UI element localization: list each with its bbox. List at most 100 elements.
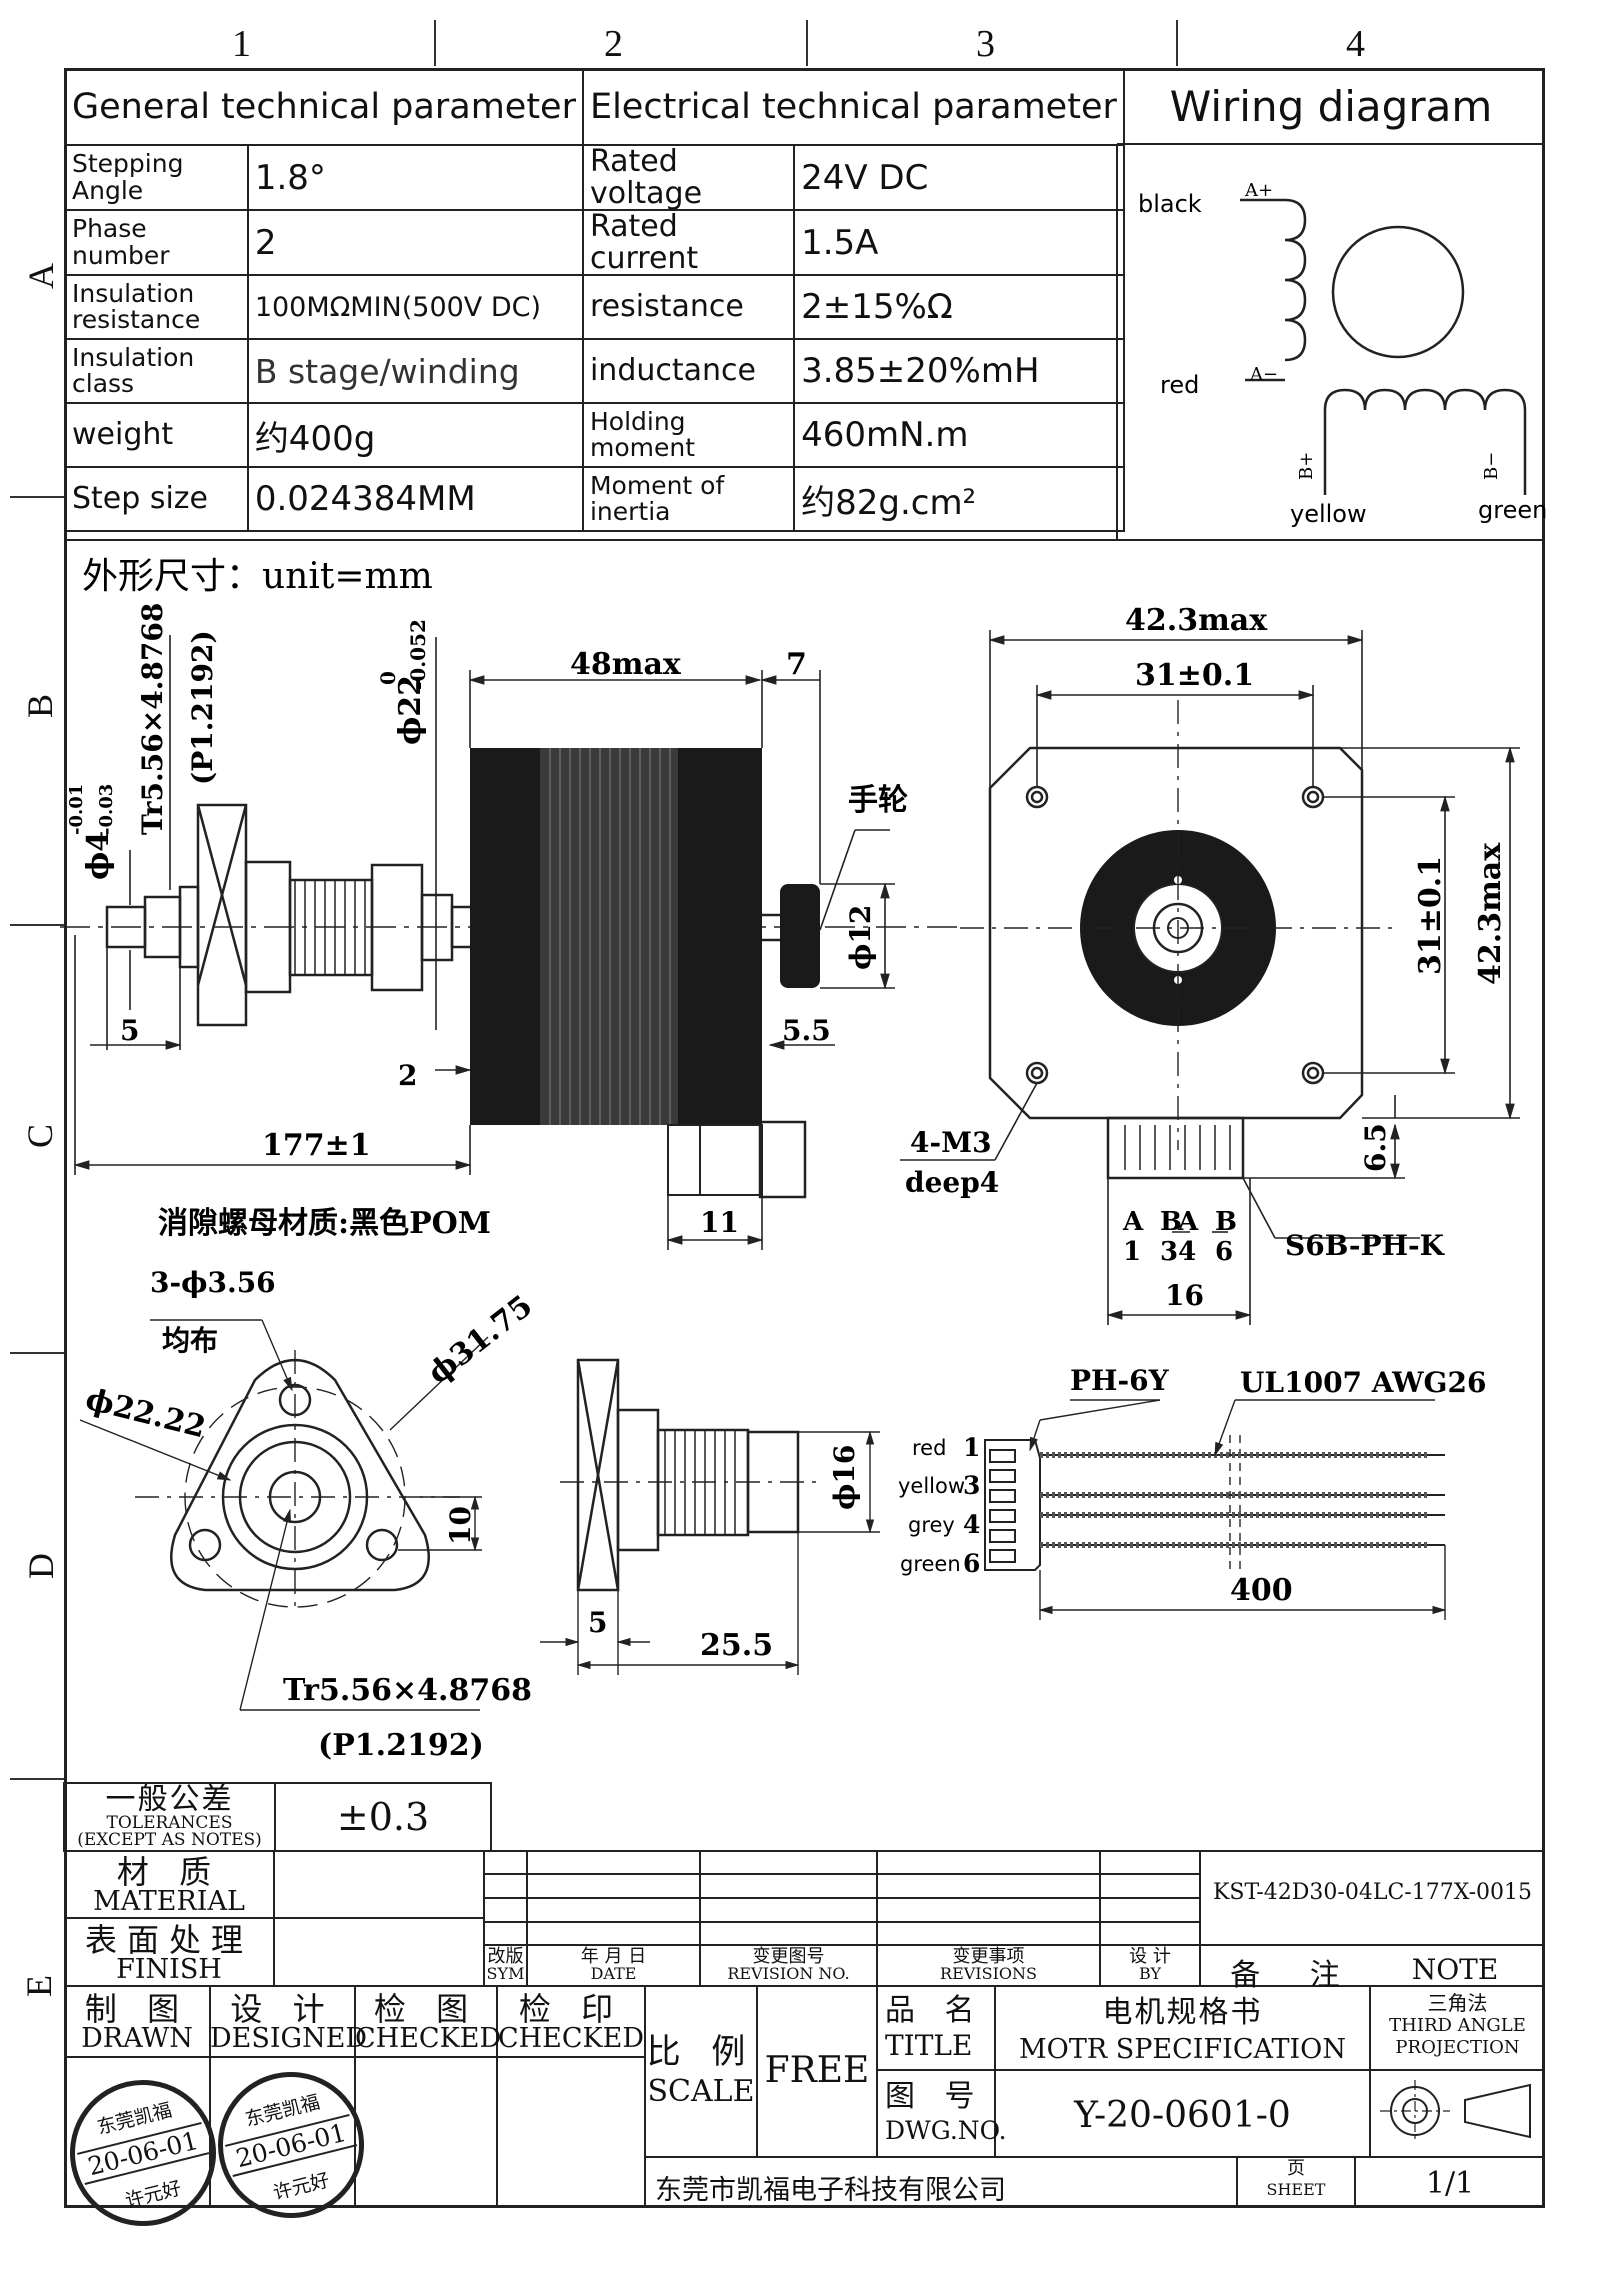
by-cn: 设 计 bbox=[1129, 1946, 1171, 1967]
title-value-cn: 电机规格书 bbox=[1102, 1995, 1263, 2030]
dim-31-top: 31±0.1 bbox=[1135, 658, 1254, 693]
sheet-label: 页 SHEET bbox=[1237, 2160, 1355, 2198]
param-label: Insulation class bbox=[64, 338, 249, 404]
nut-material-note: 消隙螺母材质:黑色POM bbox=[158, 1206, 491, 1241]
projection-cn: 三角法 bbox=[1427, 1991, 1488, 2015]
wire-yellow-label: yellow bbox=[898, 1474, 965, 1498]
wire-green-label: green bbox=[900, 1552, 961, 1576]
material-en: MATERIAL bbox=[93, 1886, 245, 1917]
dwg-label: 图 号 DWG.NO. bbox=[877, 2082, 1007, 2145]
param-value: B stage/winding bbox=[246, 338, 584, 404]
param-value: 2±15%Ω bbox=[793, 274, 1125, 340]
date-label: 年 月 日 DATE bbox=[527, 1948, 700, 1982]
row-divider bbox=[10, 496, 64, 498]
param-label: inductance bbox=[581, 338, 796, 404]
param-label: resistance bbox=[581, 274, 796, 340]
wire-label-red: red bbox=[1160, 371, 1199, 399]
sheet-value: 1/1 bbox=[1425, 2166, 1475, 2201]
finish-en: FINISH bbox=[116, 1954, 222, 1985]
row-divider bbox=[10, 1778, 64, 1780]
param-value: 100MΩMIN(500V DC) bbox=[246, 274, 584, 340]
rev-no-cn: 变更图号 bbox=[752, 1946, 825, 1967]
dim-phi4-lower: -0.03 bbox=[96, 784, 117, 835]
param-value: 2 bbox=[246, 209, 584, 276]
tolerances-label: 一般公差 TOLERANCES (EXCEPT AS NOTES) bbox=[64, 1785, 275, 1849]
finish-label: 表面处理 FINISH bbox=[64, 1924, 274, 1983]
dim-16: 16 bbox=[1165, 1279, 1204, 1312]
param-label: Stepping Angle bbox=[64, 144, 249, 211]
holes-label: 3-ϕ3.56 bbox=[150, 1266, 276, 1299]
checked-label-1: 检 图 CHECKED bbox=[355, 1990, 501, 2052]
tolerances-cn: 一般公差 bbox=[105, 1782, 234, 1817]
wire-6-number: 6 bbox=[963, 1549, 980, 1578]
wire-label-black: black bbox=[1138, 190, 1202, 218]
param-label: Phase number bbox=[64, 209, 249, 276]
by-en: BY bbox=[1138, 1964, 1162, 1983]
param-value: 约400g bbox=[246, 402, 584, 468]
dim-177: 177±1 bbox=[262, 1128, 371, 1163]
wire-3-number: 3 bbox=[963, 1471, 980, 1500]
column-divider bbox=[806, 20, 808, 66]
checked1-cn: 检 图 bbox=[373, 1990, 479, 2028]
tolerances-en2: (EXCEPT AS NOTES) bbox=[77, 1830, 262, 1850]
designed-en: DESIGNED bbox=[210, 2023, 368, 2054]
wire-1-number: 1 bbox=[963, 1433, 980, 1462]
dim-48max: 48max bbox=[570, 647, 682, 682]
pin-1-label: 1 bbox=[1123, 1237, 1141, 1267]
wire-label-a-plus: A+ bbox=[1244, 180, 1273, 201]
dim-phi22-lower: -0.052 bbox=[406, 619, 430, 690]
by-label: 设 计 BY bbox=[1100, 1948, 1200, 1982]
param-value: 约82g.cm² bbox=[793, 466, 1125, 532]
dim-phi16: ϕ16 bbox=[828, 1445, 861, 1510]
dwg-en: DWG.NO. bbox=[885, 2116, 1007, 2145]
dim-5b: 5 bbox=[588, 1606, 607, 1639]
third-angle-projection-icon bbox=[1380, 2080, 1540, 2142]
nut-thread-spec: Tr5.56×4.8768 bbox=[283, 1673, 532, 1708]
dim-5: 5 bbox=[120, 1014, 139, 1047]
checked2-en: CHECKED bbox=[497, 2023, 645, 2054]
pin-34-label: 34 bbox=[1160, 1237, 1196, 1267]
rev-sym-en: SYM bbox=[486, 1964, 525, 1983]
column-label-1: 1 bbox=[232, 23, 251, 65]
projection-en2: PROJECTION bbox=[1395, 2037, 1520, 2058]
nut-side-view bbox=[576, 1358, 800, 1592]
param-value: 24V DC bbox=[793, 144, 1125, 211]
date-en: DATE bbox=[590, 1964, 637, 1983]
param-value: 1.8° bbox=[246, 144, 584, 211]
motor-stator-laminations bbox=[540, 748, 678, 1125]
drawn-label: 制 图 DRAWN bbox=[64, 1993, 210, 2052]
rev-sym-cn: 改版 bbox=[487, 1946, 524, 1967]
sheet-cn: 页 bbox=[1287, 2158, 1305, 2179]
dim-phi22: ϕ22 bbox=[393, 675, 428, 745]
param-label: Step size bbox=[64, 466, 249, 532]
dim-10: 10 bbox=[444, 1506, 477, 1545]
finish-cn: 表面处理 bbox=[84, 1921, 253, 1959]
checked2-cn: 检 印 bbox=[518, 1990, 624, 2028]
connector-label: S6B-PH-K bbox=[1285, 1229, 1446, 1262]
param-value: 1.5A bbox=[793, 209, 1125, 276]
revisions-en: REVISIONS bbox=[940, 1964, 1037, 1983]
designed-cn: 设 计 bbox=[230, 1990, 335, 2028]
checked-label-2: 检 印 CHECKED bbox=[497, 1993, 645, 2052]
dim-phi22-22: ϕ22.22 bbox=[82, 1382, 209, 1446]
title-value: 电机规格书 MOTR SPECIFICATION bbox=[995, 1995, 1370, 2064]
drawn-en: DRAWN bbox=[81, 2023, 193, 2054]
dim-11: 11 bbox=[700, 1206, 739, 1239]
wire-label-green: green bbox=[1478, 496, 1547, 524]
column-label-4: 4 bbox=[1346, 23, 1365, 65]
company-name: 东莞市凯福电子科技有限公司 bbox=[655, 2175, 1006, 2206]
note-cn: 备 注 bbox=[1230, 1958, 1360, 1993]
dim-phi31-75: ϕ31.75 bbox=[421, 1288, 539, 1391]
wire-red-label: red bbox=[912, 1436, 946, 1460]
ph6y-label: PH-6Y bbox=[1070, 1364, 1170, 1397]
handwheel bbox=[780, 884, 820, 988]
parameter-table: General technical parameter Electrical t… bbox=[64, 68, 1125, 532]
column-divider bbox=[434, 20, 436, 66]
dim-7: 7 bbox=[786, 647, 807, 682]
column-label-2: 2 bbox=[604, 23, 623, 65]
wiring-title: Wiring diagram bbox=[1169, 81, 1493, 131]
m3-label: 4-M3 bbox=[910, 1126, 992, 1159]
outline-dimensions-title: 外形尺寸：unit=mm bbox=[82, 556, 433, 597]
dim-phi4-upper: -0.01 bbox=[66, 784, 87, 835]
electrical-title: Electrical technical parameter bbox=[581, 68, 1125, 146]
